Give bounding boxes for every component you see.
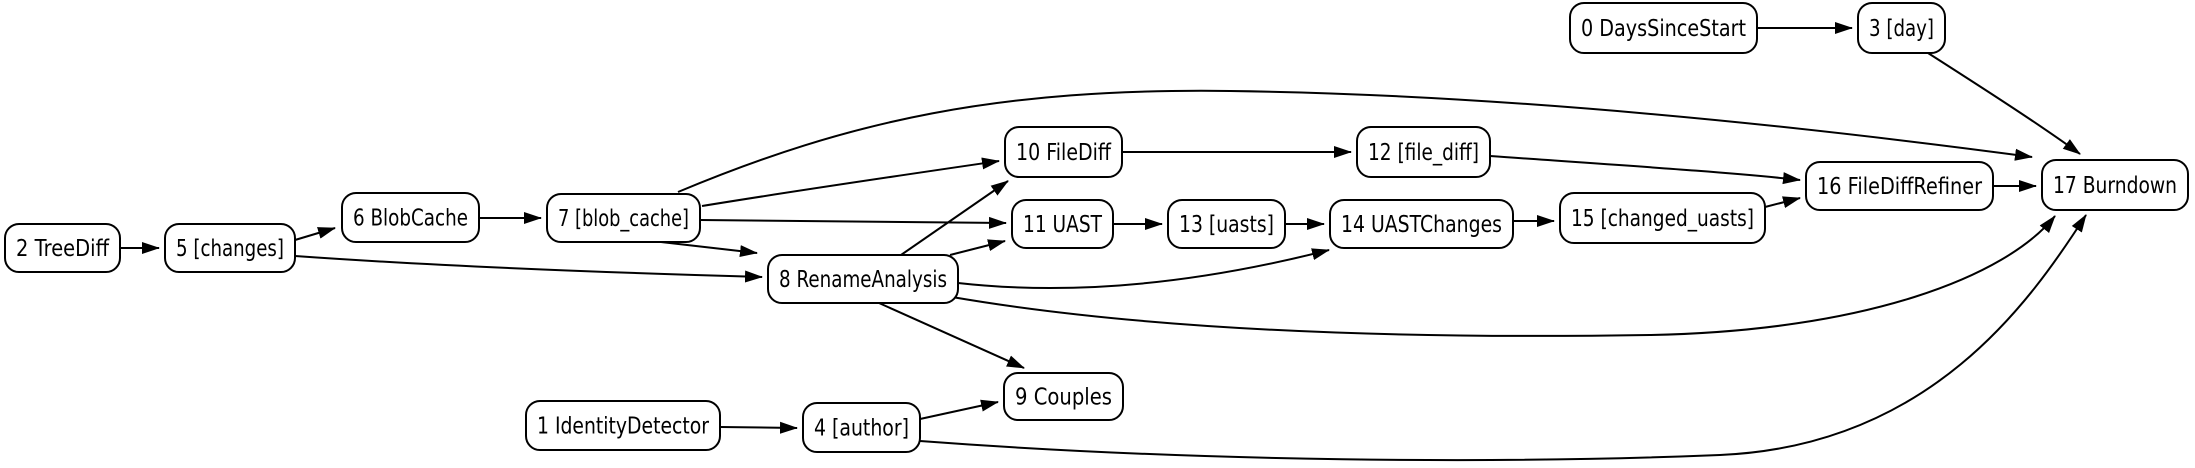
node-label: 14 UASTChanges (1341, 212, 1502, 238)
node-label: 10 FileDiff (1016, 140, 1112, 166)
node-label: 4 [author] (814, 416, 909, 442)
node-box (1356, 126, 1491, 178)
edge-8-to-17 (951, 215, 2056, 337)
node-box (1559, 192, 1766, 244)
graph-node-2-treediff: 2 TreeDiff (4, 223, 121, 273)
node-label: 2 TreeDiff (16, 236, 110, 262)
edge-3-to-17 (1927, 52, 2081, 155)
graph-node-11-uast: 11 UAST (1011, 199, 1114, 249)
node-label: 0 DaysSinceStart (1581, 16, 1746, 42)
node-label: 11 UAST (1023, 212, 1103, 238)
graph-node-16-filediffrefiner: 16 FileDiffRefiner (1805, 161, 1994, 211)
edge-5-to-6 (294, 227, 336, 241)
graph-node-14-uastchanges: 14 UASTChanges (1329, 199, 1514, 249)
node-box (1329, 199, 1514, 249)
edge-15-to-16 (1764, 196, 1801, 209)
graph-node-5-changes: 5 [changes] (164, 223, 296, 273)
edge-8-to-14 (957, 248, 1330, 290)
graph-node-13-uasts: 13 [uasts] (1167, 199, 1286, 249)
node-box (164, 223, 296, 273)
edge-8-to-10 (900, 180, 1009, 256)
edge-7-to-17 (677, 89, 2033, 193)
graph-node-9-couples: 9 Couples (1003, 372, 1124, 421)
graph-node-0-dayssincestart: 0 DaysSinceStart (1569, 2, 1758, 54)
graph-node-17-burndown: 17 Burndown (2041, 159, 2189, 211)
node-box (4, 223, 121, 273)
edge-12-to-16 (1489, 155, 1801, 185)
graph-node-6-blobcache: 6 BlobCache (341, 192, 480, 243)
graph-node-8-renameanalysis: 8 RenameAnalysis (767, 254, 959, 304)
edge-7-to-10 (701, 157, 1000, 207)
node-box (546, 193, 701, 243)
node-box (1857, 2, 1946, 54)
graph-node-1-identitydetector: 1 IdentityDetector (525, 400, 721, 451)
node-box (1004, 126, 1123, 178)
edge-8-to-11 (949, 239, 1006, 256)
node-box (1569, 2, 1758, 54)
node-label: 7 [blob_cache] (558, 206, 689, 232)
node-box (525, 400, 721, 451)
edge-4-to-17 (919, 214, 2087, 462)
node-label: 17 Burndown (2053, 173, 2177, 199)
graph-node-3-day: 3 [day] (1857, 2, 1946, 54)
edge-8-to-9 (878, 302, 1025, 369)
node-label: 1 IdentityDetector (537, 414, 709, 440)
graph-node-15-changed-uasts: 15 [changed_uasts] (1559, 192, 1766, 244)
graph-node-7-blob-cache: 7 [blob_cache] (546, 193, 701, 243)
edge-7-to-11 (699, 216, 1007, 229)
graph-node-10-filediff: 10 FileDiff (1004, 126, 1123, 178)
node-label: 16 FileDiffRefiner (1817, 174, 1982, 200)
node-box (2041, 159, 2189, 211)
node-box (767, 254, 959, 304)
edge-7-to-8 (660, 241, 758, 258)
node-label: 13 [uasts] (1179, 212, 1274, 238)
node-box (802, 402, 921, 453)
node-label: 9 Couples (1015, 385, 1112, 411)
node-label: 8 RenameAnalysis (779, 267, 947, 293)
node-label: 6 BlobCache (353, 206, 468, 232)
node-box (1011, 199, 1114, 249)
node-box (341, 192, 480, 243)
edge-1-to-4 (719, 421, 798, 434)
node-box (1805, 161, 1994, 211)
node-box (1167, 199, 1286, 249)
edge-5-to-8 (294, 255, 763, 283)
node-label: 15 [changed_uasts] (1571, 206, 1754, 232)
graph-node-12-file-diff: 12 [file_diff] (1356, 126, 1491, 178)
edge-4-to-9 (919, 399, 999, 420)
node-label: 3 [day] (1869, 16, 1934, 42)
node-label: 12 [file_diff] (1368, 140, 1479, 166)
node-label: 5 [changes] (176, 236, 284, 262)
node-box (1003, 372, 1124, 421)
graph-node-4-author: 4 [author] (802, 402, 921, 453)
